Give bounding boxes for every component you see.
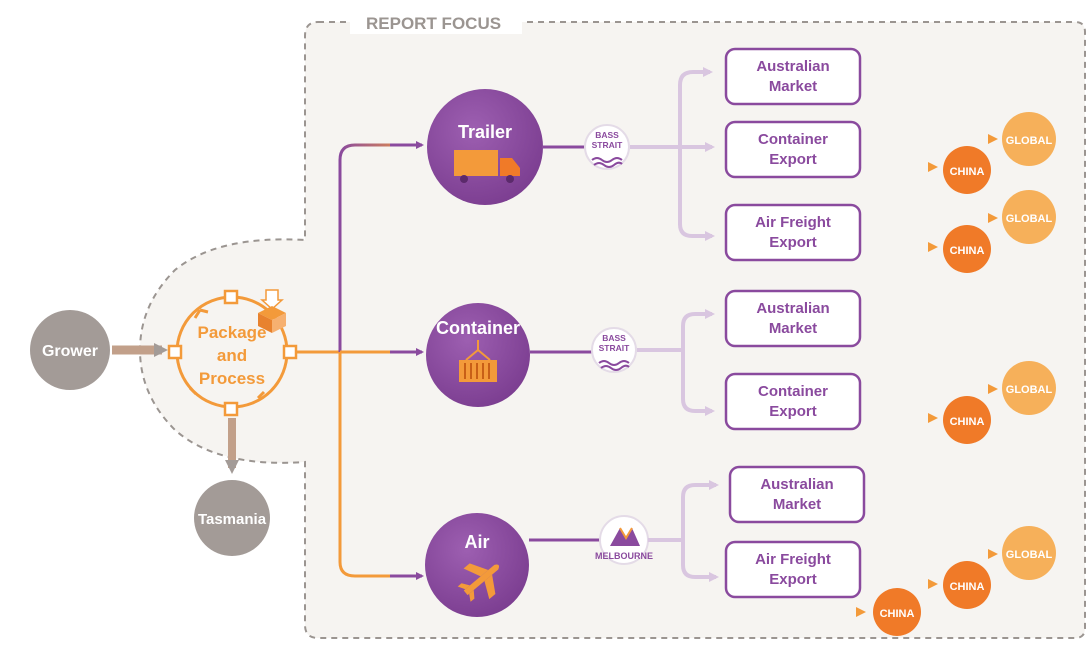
container-export-box-2 [724,372,862,431]
australian-market-1-line2: Market [769,78,817,95]
australian-market-2-line2: Market [769,320,817,337]
truck-icon [454,150,520,183]
china-node-3 [943,396,991,444]
global-node-3 [1002,361,1056,415]
air-node [425,513,529,617]
air-freight-export-2-line2: Export [769,571,817,588]
air-freight-export-box-1 [724,203,862,262]
global-label-4: GLOBAL [1006,549,1053,561]
report-focus-label-bg [350,10,522,34]
australian-market-1-line1: Australian [756,58,829,75]
china-label-2: CHINA [950,245,985,257]
trailer-label: Trailer [458,122,512,142]
container-export-2-line2: Export [769,403,817,420]
container-export-box-1 [724,120,862,179]
china-label-4: CHINA [950,581,985,593]
global-node-4 [1002,526,1056,580]
china-label-1: CHINA [950,166,985,178]
china-node-2 [943,225,991,273]
air-freight-export-1-line2: Export [769,234,817,251]
australian-market-box-1 [724,47,862,106]
container-branch-lines [637,309,715,416]
melbourne-label: MELBOURNE [595,551,653,561]
global-label-2: GLOBAL [1006,213,1053,225]
china-label-5: CHINA [880,608,915,620]
tasmania-node [194,480,270,556]
grower-node [30,310,110,390]
package-label-3: Process [199,369,265,388]
air-freight-export-1-line1: Air Freight [755,214,831,231]
grower-label: Grower [42,343,98,360]
australian-market-3-line1: Australian [760,476,833,493]
china-node-1 [943,146,991,194]
china-node-5 [873,588,921,636]
china-label-3: CHINA [950,416,985,428]
australian-market-2-line1: Australian [756,300,829,317]
package-label-2: and [217,346,247,365]
air-freight-export-box-2 [724,540,862,599]
air-freight-export-2-line1: Air Freight [755,551,831,568]
global-node-1 [1002,112,1056,166]
global-label-3: GLOBAL [1006,384,1053,396]
bass-strait-1-line1: BASS [595,130,619,140]
bass-strait-badge-1 [584,124,630,170]
bass-strait-badge-2 [591,327,637,373]
container-node [426,303,530,407]
container-label: Container [436,318,520,338]
bass-strait-2-line2: STRAIT [599,343,631,353]
air-label: Air [464,532,489,552]
australian-market-box-2 [724,289,862,348]
global-label-1: GLOBAL [1006,135,1053,147]
air-branch-lines [648,480,719,582]
export-arrows [490,134,998,617]
global-node-2 [1002,190,1056,244]
report-focus-label: REPORT FOCUS [366,14,501,33]
container-export-2-line1: Container [758,383,828,400]
trailer-branch-lines [630,67,715,241]
container-export-1-line2: Export [769,151,817,168]
melbourne-badge [599,515,649,565]
tasmania-label: Tasmania [198,511,267,528]
shipping-container-icon [459,340,497,382]
australian-market-3-line2: Market [773,496,821,513]
australian-market-box-3 [728,465,866,524]
package-label-1: Package [198,323,267,342]
box-icon [258,289,286,333]
china-node-4 [943,561,991,609]
bass-strait-1-line2: STRAIT [592,140,624,150]
trailer-node [427,89,543,205]
bass-strait-2-line1: BASS [602,333,626,343]
airplane-icon [457,563,500,602]
container-export-1-line1: Container [758,131,828,148]
